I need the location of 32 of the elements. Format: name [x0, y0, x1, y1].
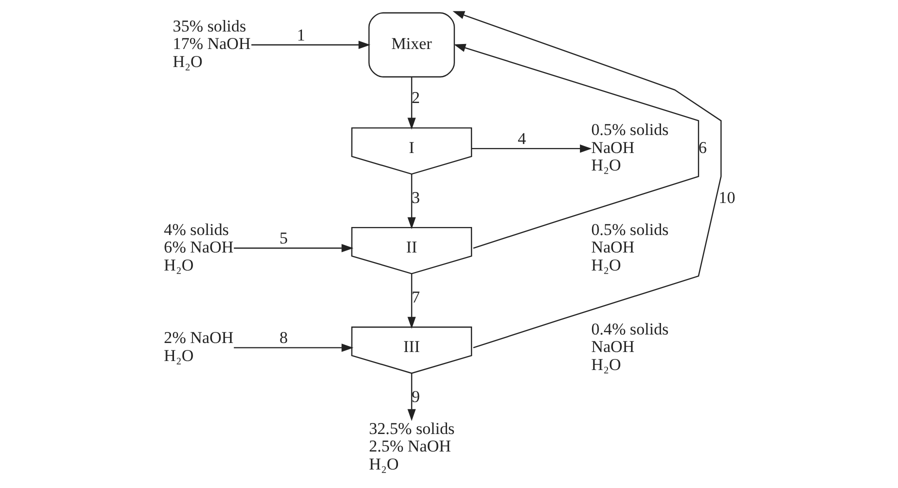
- node-text: 4% solids 6% NaOH H₂O: [164, 220, 234, 274]
- node-text: 35% solids 17% NaOH H₂O: [172, 16, 251, 72]
- edge-label: 2: [412, 88, 420, 108]
- node-text: 32.5% solids 2.5% NaOH H₂O: [368, 418, 455, 474]
- edge-label: 8: [280, 328, 288, 348]
- label: NaOH: [591, 238, 635, 257]
- arrow: [234, 244, 354, 252]
- arrow: [452, 11, 722, 348]
- node-box: Mixer: [368, 12, 455, 78]
- label: NaOH: [591, 337, 635, 356]
- edge-label: 3: [412, 188, 420, 207]
- edge-label: 5: [280, 228, 288, 248]
- label: 0.5% solids: [591, 220, 669, 239]
- edge-label: 7: [412, 287, 420, 306]
- arrow: [251, 40, 370, 50]
- edge-label: 4: [518, 129, 526, 148]
- node-text: 2% NaOH H₂O: [164, 328, 234, 365]
- arrow: [408, 77, 416, 130]
- arrow: [408, 373, 416, 421]
- arrow: [408, 274, 416, 329]
- label: H₂O: [591, 255, 621, 274]
- arrow: [408, 174, 416, 230]
- arrow: [454, 44, 700, 249]
- edge-label: 9: [412, 386, 420, 406]
- node-text: 0.5% solids NaOH H₂O: [591, 120, 669, 175]
- arrow: [472, 144, 592, 153]
- edge-label: 10: [718, 188, 736, 207]
- edge-label: 1: [296, 25, 306, 44]
- arrow: [234, 344, 354, 352]
- label: 0.4% solids: [591, 319, 669, 338]
- edge-label: 6: [698, 138, 707, 157]
- label: H₂O: [591, 354, 621, 374]
